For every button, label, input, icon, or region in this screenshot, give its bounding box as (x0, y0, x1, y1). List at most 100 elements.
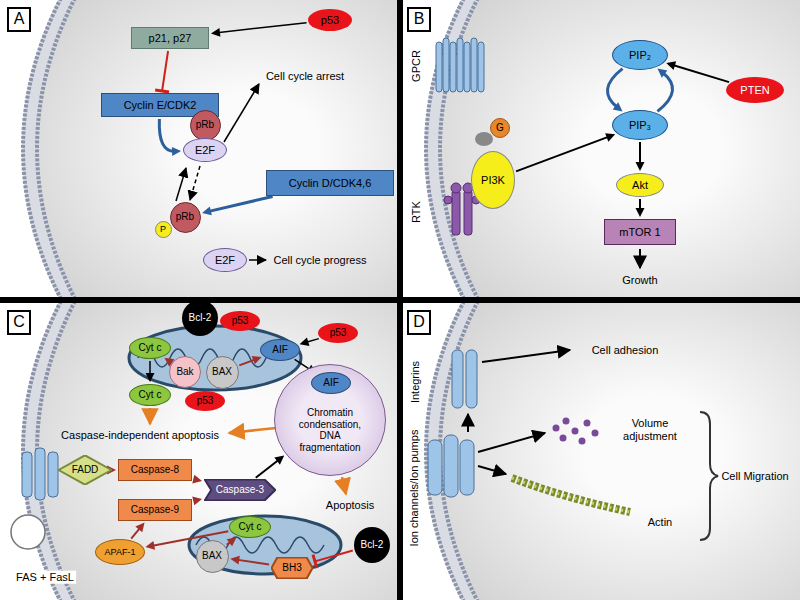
protein-oval: E2F (183, 138, 227, 162)
node-text: Caspase-9 (131, 504, 179, 516)
protein-circle: Bcl-2 (182, 300, 218, 336)
arrow-head (657, 69, 667, 78)
node-text: p53 (330, 327, 347, 339)
arrow-head (230, 556, 240, 565)
protein-box: p21, p27 (131, 27, 209, 49)
annotation-label: Growth (622, 274, 657, 287)
connector-line (256, 459, 280, 477)
connector (227, 537, 237, 546)
annotation-label: Integrins (409, 361, 422, 403)
node-text: BAX (212, 366, 232, 378)
arrow-head (636, 162, 645, 171)
annotation-label: Volume adjustment (610, 417, 690, 442)
protein-circle: G (490, 118, 510, 138)
node-text: BH3 (282, 562, 301, 574)
node-text: E2F (195, 144, 215, 157)
connector-line (162, 51, 168, 91)
protein-circle: pRb (170, 202, 201, 233)
protein-circle: Bak (169, 356, 201, 388)
annotation-label: Cell cycle arrest (266, 70, 344, 83)
connector (313, 551, 353, 569)
node-text: PIP₂ (629, 49, 651, 62)
connector (146, 361, 155, 382)
protein-oval: Cyt c (229, 516, 271, 538)
protein-oval: PTEN (726, 77, 784, 103)
node-text: P (160, 224, 166, 234)
protein-oval: PI3K (471, 151, 515, 209)
phosphate-circle: P (155, 221, 172, 238)
complex-box: Cyclin D/CDK4,6 (266, 170, 394, 196)
node-text: Bak (176, 366, 193, 378)
protein-circle: pRb (190, 110, 221, 141)
protein-oval: Akt (616, 173, 664, 197)
connector (192, 475, 202, 484)
annotation-label: RTK (410, 201, 423, 223)
panel-letter: C (7, 310, 31, 335)
node-text: APAF-1 (105, 547, 136, 557)
connector-line (217, 23, 307, 33)
node-text: p21, p27 (149, 32, 192, 45)
connector (607, 69, 622, 112)
node-text: Cyt c (139, 389, 162, 401)
annotation-label: Cell adhesion (592, 344, 659, 357)
shape-fill (59, 455, 112, 484)
connector (239, 356, 261, 366)
annotation-label: Apoptosis (326, 499, 374, 512)
connector (657, 69, 672, 112)
inhibition-bar (313, 555, 317, 568)
connector (192, 497, 202, 506)
arrow-head (605, 133, 615, 141)
node-text: p53 (197, 395, 214, 407)
arrow-head (252, 356, 262, 364)
connector (159, 119, 181, 156)
connector-line (315, 551, 353, 562)
connector (256, 456, 284, 478)
node-text: Cyt c (239, 521, 262, 533)
arrow-head (172, 147, 181, 156)
arrow-head (146, 373, 155, 382)
node-text: Caspase-3 (216, 484, 264, 496)
protein-oval: p53 (318, 323, 358, 343)
arrow-head (636, 208, 645, 217)
node-text: mTOR 1 (619, 226, 660, 239)
lipid-oval: PIP₃ (612, 110, 668, 140)
protein-oval: AIF (260, 339, 300, 361)
shape-fill (271, 557, 312, 578)
connector-line (159, 119, 175, 151)
caspase-tag: Caspase-3 (204, 479, 276, 501)
annotation-label: Cell Migration (720, 470, 790, 483)
annotation-label: GPCR (410, 50, 423, 82)
node-text: Chromatin condensation, DNA fragmentatio… (289, 407, 371, 453)
annotation-label: Actin (648, 516, 672, 529)
node-text: p53 (321, 14, 339, 27)
node-text: pRb (176, 211, 194, 223)
node-text: PTEN (740, 84, 769, 97)
arrow-head (135, 523, 144, 533)
node-text: pRb (196, 119, 214, 131)
shape-fill (205, 479, 276, 500)
node-text: PIP₃ (629, 119, 651, 132)
protein-oval: APAF-1 (95, 539, 145, 565)
connector (230, 556, 269, 565)
node-text: E2F (215, 254, 235, 267)
protein-circle: BAX (196, 540, 229, 573)
node-text: Cyclin D/CDK4,6 (289, 177, 372, 190)
nucleus: Chromatin condensation, DNA fragmentatio… (274, 364, 386, 476)
node-text: PI3K (481, 174, 505, 187)
connector (155, 51, 169, 92)
node-text: Akt (632, 179, 648, 192)
connector (636, 142, 645, 171)
connector-line (607, 69, 622, 108)
arrow-head (227, 537, 237, 546)
node-text: A (14, 10, 25, 28)
panel-letter: B (407, 7, 431, 32)
connector-line (236, 560, 269, 565)
node-text: C (13, 313, 25, 331)
protein-oval: E2F (203, 248, 247, 272)
connector (202, 196, 273, 215)
node-text: BAX (202, 550, 222, 562)
node-text: FADD (72, 464, 99, 476)
annotation-label: FAS + FasL (14, 571, 76, 584)
node-text: Cyclin E/CDK2 (124, 99, 197, 112)
